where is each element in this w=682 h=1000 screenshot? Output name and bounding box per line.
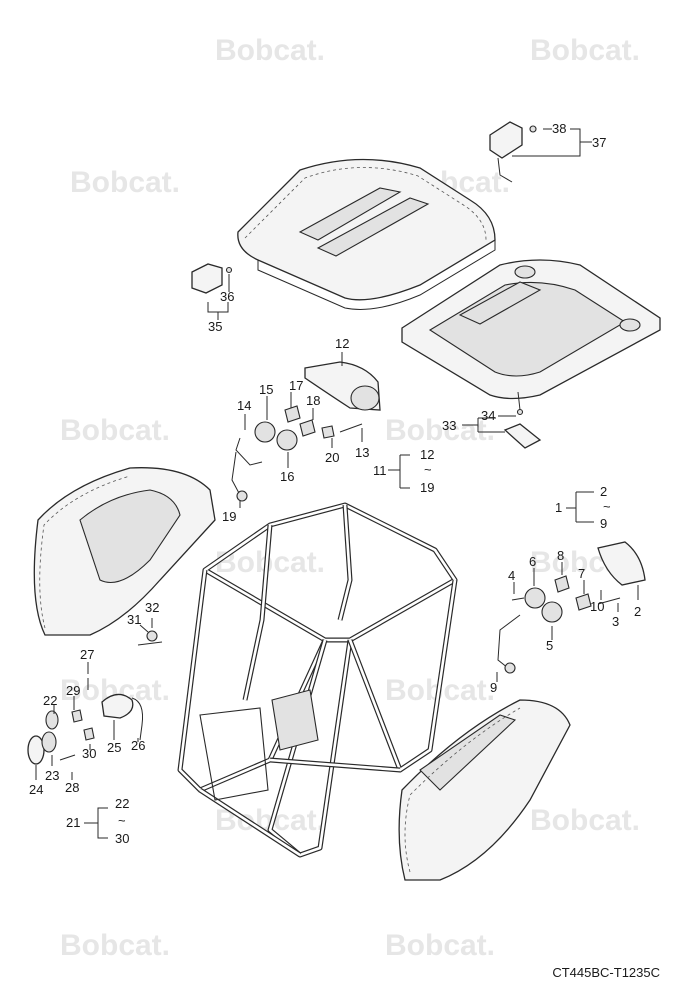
callout-30: 30: [82, 746, 96, 761]
callout-38: 38: [552, 121, 566, 136]
callout-2: 2: [634, 604, 641, 619]
roof-liner: [401, 259, 661, 400]
callout-19: 19: [222, 509, 236, 524]
beacon-light-37: [489, 121, 537, 183]
watermark: Bobcat.: [385, 929, 495, 962]
callout-21: 21: [66, 815, 80, 830]
callout-22: 22: [43, 693, 57, 708]
callout-9-range: 9: [600, 516, 607, 531]
lamp-group-lower-left: [27, 630, 163, 765]
callout-22-range: 22: [115, 796, 129, 811]
callout-31: 31: [127, 612, 141, 627]
cab-frame: [177, 502, 458, 858]
callout-13: 13: [355, 445, 369, 460]
callout-9: 9: [490, 680, 497, 695]
callout-26: 26: [131, 738, 145, 753]
callout-30-range: 30: [115, 831, 129, 846]
callout-11: 11: [373, 463, 387, 478]
callout-6: 6: [529, 554, 536, 569]
range-tilde: ~: [603, 499, 611, 514]
callout-3: 3: [612, 614, 619, 629]
watermark: Bobcat.: [60, 929, 170, 962]
callout-33: 33: [442, 418, 456, 433]
roof-panel: [237, 158, 496, 310]
callout-23: 23: [45, 768, 59, 783]
callout-37: 37: [592, 135, 606, 150]
right-fender: [398, 699, 571, 881]
callout-18: 18: [306, 393, 320, 408]
watermark: Bobcat.: [215, 34, 325, 67]
lamp-group-right: [497, 541, 646, 674]
callout-5: 5: [546, 638, 553, 653]
callout-20: 20: [325, 450, 339, 465]
bracket-33: [503, 408, 542, 449]
callout-35: 35: [208, 319, 222, 334]
watermark: Bobcat.: [530, 804, 640, 837]
range-tilde: ~: [118, 813, 126, 828]
callout-8: 8: [557, 548, 564, 563]
callout-10: 10: [590, 599, 604, 614]
callout-2-range: 2: [600, 484, 607, 499]
callout-17: 17: [289, 378, 303, 393]
callout-12: 12: [335, 336, 349, 351]
watermark: Bobcat.: [60, 414, 170, 447]
callout-1: 1: [555, 500, 562, 515]
range-tilde: ~: [424, 462, 432, 477]
callout-27: 27: [80, 647, 94, 662]
watermark: Bobcat.: [385, 414, 495, 447]
callout-16: 16: [280, 469, 294, 484]
lamp-housing-12: [304, 361, 381, 411]
watermark-layer: Bobcat. Bobcat. Bobcat. Bobcat. Bobcat. …: [60, 34, 640, 962]
callout-24: 24: [29, 782, 43, 797]
callout-labels: 38 37 36 35 12 17 15 18 14 13 20 16 11 1…: [29, 121, 641, 846]
leader-lines: [35, 128, 639, 839]
drawing-code: CT445BC-T1235C: [552, 965, 660, 980]
left-fender: [33, 467, 216, 636]
callout-25: 25: [107, 740, 121, 755]
callout-12-range: 12: [420, 447, 434, 462]
watermark: Bobcat.: [70, 166, 180, 199]
lamp-group-left: [231, 405, 363, 502]
callout-29: 29: [66, 683, 80, 698]
callout-28: 28: [65, 780, 79, 795]
work-light-35: [191, 263, 233, 294]
callout-14: 14: [237, 398, 251, 413]
callout-7: 7: [578, 566, 585, 581]
callout-32: 32: [145, 600, 159, 615]
watermark: Bobcat.: [530, 34, 640, 67]
callout-15: 15: [259, 382, 273, 397]
callout-19-range: 19: [420, 480, 434, 495]
callout-36: 36: [220, 289, 234, 304]
callout-34: 34: [481, 408, 495, 423]
callout-4: 4: [508, 568, 515, 583]
